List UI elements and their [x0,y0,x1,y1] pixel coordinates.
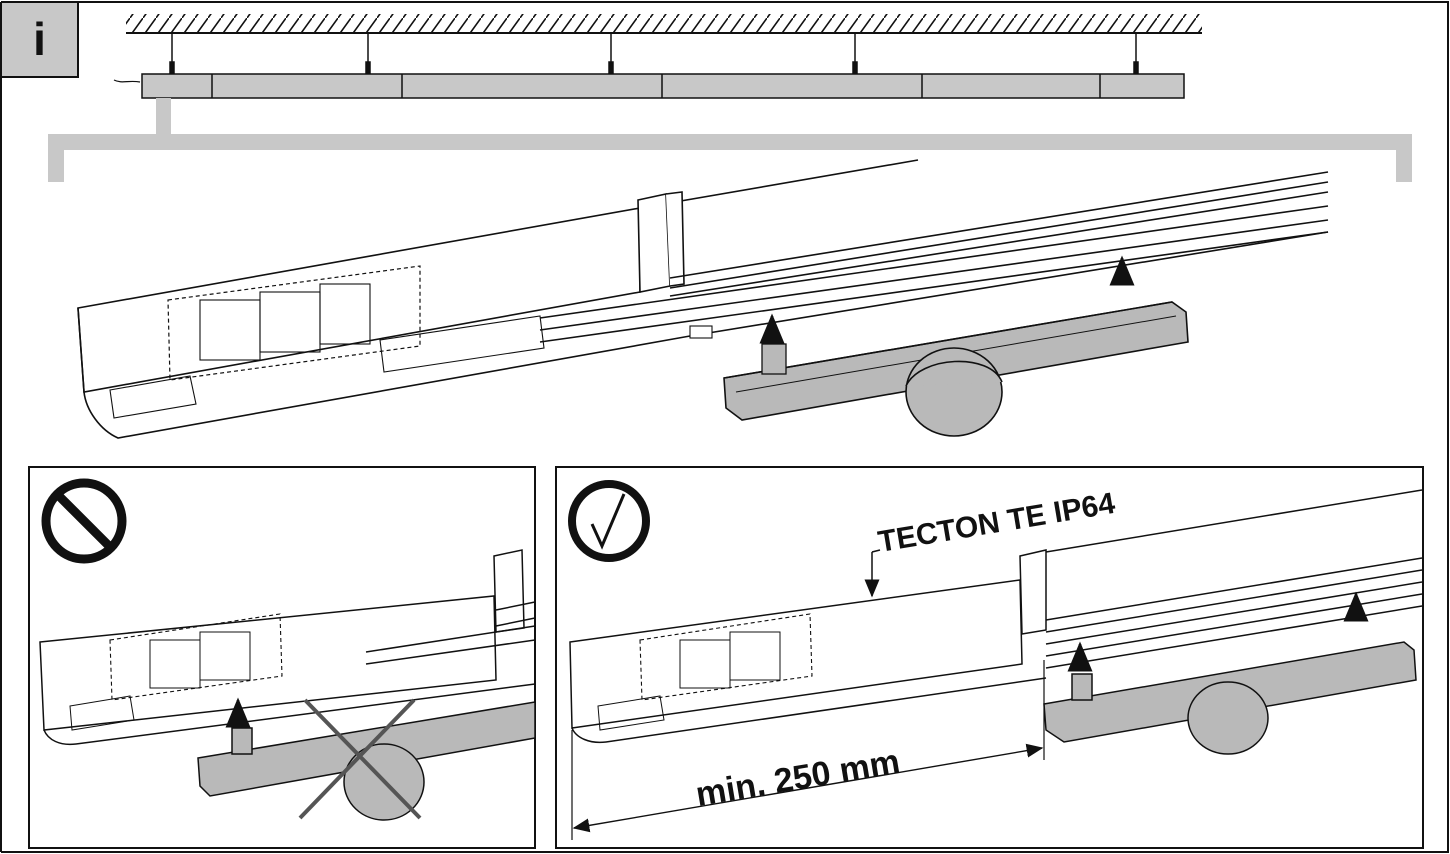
wrong-panel [28,466,536,849]
dimension-line [571,660,1045,840]
sensor-module-top [723,255,1189,437]
info-badge-label: i [33,13,46,65]
info-badge: i [2,2,79,78]
product-label-leader [864,549,881,598]
detail-bracket [48,98,1412,182]
checkmark-icon [568,480,650,562]
correct-sensor-module [1043,591,1417,755]
prohibited-icon [41,478,127,564]
main-rail-detail [77,159,1329,439]
overview-rail [113,73,1185,99]
ceiling [126,14,1202,34]
wrong-rail-illustration [39,549,536,746]
suspension-rods [169,33,1139,75]
luminaire-rail-left [569,549,1047,744]
correct-panel: TECTON TE IP64 min. 250 mm [555,466,1424,849]
cross-mark [298,698,422,820]
